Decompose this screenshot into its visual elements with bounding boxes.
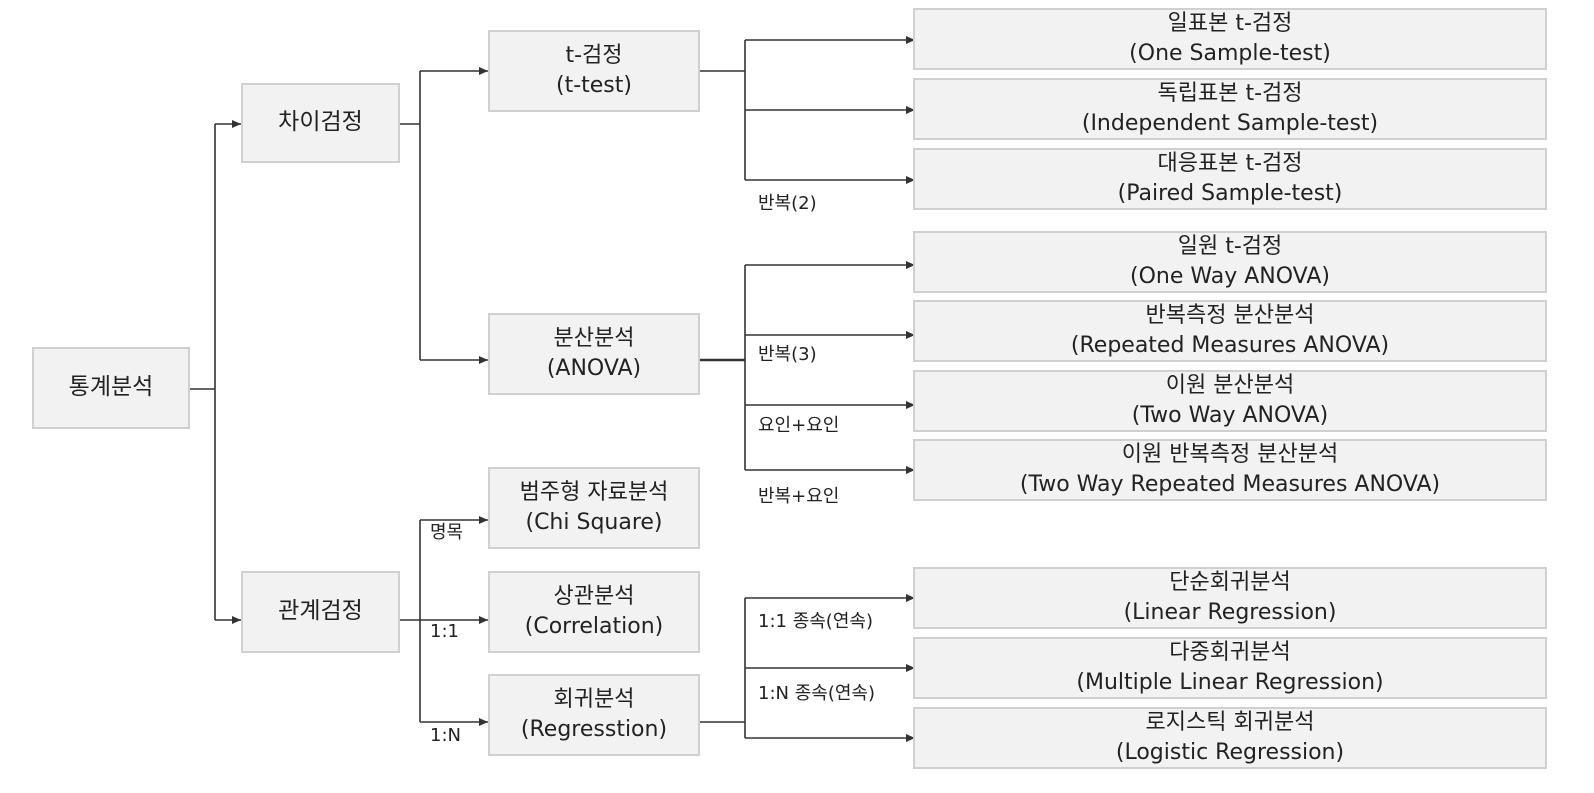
node-label-en: (One Sample-test) — [1129, 41, 1331, 66]
edge-label-repeat-3: 반복(3) — [758, 344, 817, 365]
node-label-en: (Logistic Regression) — [1115, 740, 1345, 765]
node-logistic-regression: 로지스틱 회귀분석 (Logistic Regression) — [913, 707, 1547, 769]
node-label-ko: 회귀분석 — [553, 687, 635, 713]
node-label-en: (Linear Regression) — [1123, 600, 1337, 625]
node-label-en: (Paired Sample-test) — [1117, 181, 1343, 206]
edge-label-factor-factor: 요인+요인 — [758, 415, 840, 436]
node-difference-test: 차이검정 — [241, 83, 400, 163]
node-label-ko: 범주형 자료분석 — [519, 480, 669, 506]
edge-label-repeat-factor: 반복+요인 — [758, 486, 840, 507]
node-multiple-regression: 다중회귀분석 (Multiple Linear Regression) — [913, 637, 1547, 699]
node-label: 통계분석 — [68, 374, 154, 401]
node-label-en: (ANOVA) — [546, 356, 642, 381]
node-label-en: (Chi Square) — [525, 510, 663, 535]
node-t-test: t-검정 (t-test) — [488, 30, 700, 112]
node-label-en: (Two Way ANOVA) — [1131, 403, 1329, 428]
node-two-way-repeated-anova: 이원 반복측정 분산분석 (Two Way Repeated Measures … — [913, 439, 1547, 501]
node-label-ko: 대응표본 t-검정 — [1157, 151, 1303, 177]
edge-label-one-one: 1:1 — [430, 621, 459, 642]
node-repeated-measures-anova: 반복측정 분산분석 (Repeated Measures ANOVA) — [913, 300, 1547, 362]
node-label-ko: 이원 반복측정 분산분석 — [1121, 442, 1339, 468]
node-label-ko: 단순회귀분석 — [1169, 570, 1291, 596]
node-label: 차이검정 — [278, 109, 363, 136]
edge-label-one-n: 1:N — [430, 725, 461, 746]
node-label-ko: 이원 분산분석 — [1165, 373, 1295, 399]
node-label-en: (Correlation) — [524, 614, 664, 639]
node-two-way-anova: 이원 분산분석 (Two Way ANOVA) — [913, 370, 1547, 432]
node-label-en: (t-test) — [556, 73, 632, 98]
node-label-en: (One Way ANOVA) — [1130, 264, 1330, 289]
node-label-ko: 상관분석 — [553, 584, 635, 610]
node-label-en: (Independent Sample-test) — [1081, 111, 1379, 136]
node-label-ko: 반복측정 분산분석 — [1145, 303, 1315, 329]
edge-label-repeat-2: 반복(2) — [758, 193, 817, 214]
node-label-ko: 다중회귀분석 — [1169, 640, 1291, 666]
edge-label-one-n-dependent: 1:N 종속(연속) — [758, 683, 875, 704]
node-label-ko: t-검정 — [565, 43, 623, 69]
node-label-en: (Multiple Linear Regression) — [1076, 670, 1384, 695]
node-relation-test: 관계검정 — [241, 571, 400, 653]
node-anova: 분산분석 (ANOVA) — [488, 313, 700, 395]
node-label-en: (Two Way Repeated Measures ANOVA) — [1019, 472, 1441, 497]
node-label-ko: 일표본 t-검정 — [1167, 11, 1293, 37]
node-label-en: (Regresstion) — [520, 717, 668, 742]
node-statistical-analysis: 통계분석 — [32, 347, 190, 429]
edge-label-nominal: 명목 — [430, 522, 464, 543]
node-one-way-anova: 일원 t-검정 (One Way ANOVA) — [913, 231, 1547, 293]
node-paired-t-test: 대응표본 t-검정 (Paired Sample-test) — [913, 148, 1547, 210]
node-label-ko: 독립표본 t-검정 — [1157, 81, 1303, 107]
node-label-en: (Repeated Measures ANOVA) — [1070, 333, 1390, 358]
node-linear-regression: 단순회귀분석 (Linear Regression) — [913, 567, 1547, 629]
node-correlation: 상관분석 (Correlation) — [488, 571, 700, 653]
node-label-ko: 로지스틱 회귀분석 — [1145, 710, 1315, 736]
node-label-ko: 일원 t-검정 — [1177, 234, 1283, 260]
node-label-ko: 분산분석 — [553, 326, 635, 352]
node-one-sample-t-test: 일표본 t-검정 (One Sample-test) — [913, 8, 1547, 70]
node-independent-t-test: 독립표본 t-검정 (Independent Sample-test) — [913, 78, 1547, 140]
node-regression: 회귀분석 (Regresstion) — [488, 674, 700, 756]
node-chi-square: 범주형 자료분석 (Chi Square) — [488, 467, 700, 549]
node-label: 관계검정 — [278, 598, 363, 625]
edge-label-one-one-dependent: 1:1 종속(연속) — [758, 611, 873, 632]
